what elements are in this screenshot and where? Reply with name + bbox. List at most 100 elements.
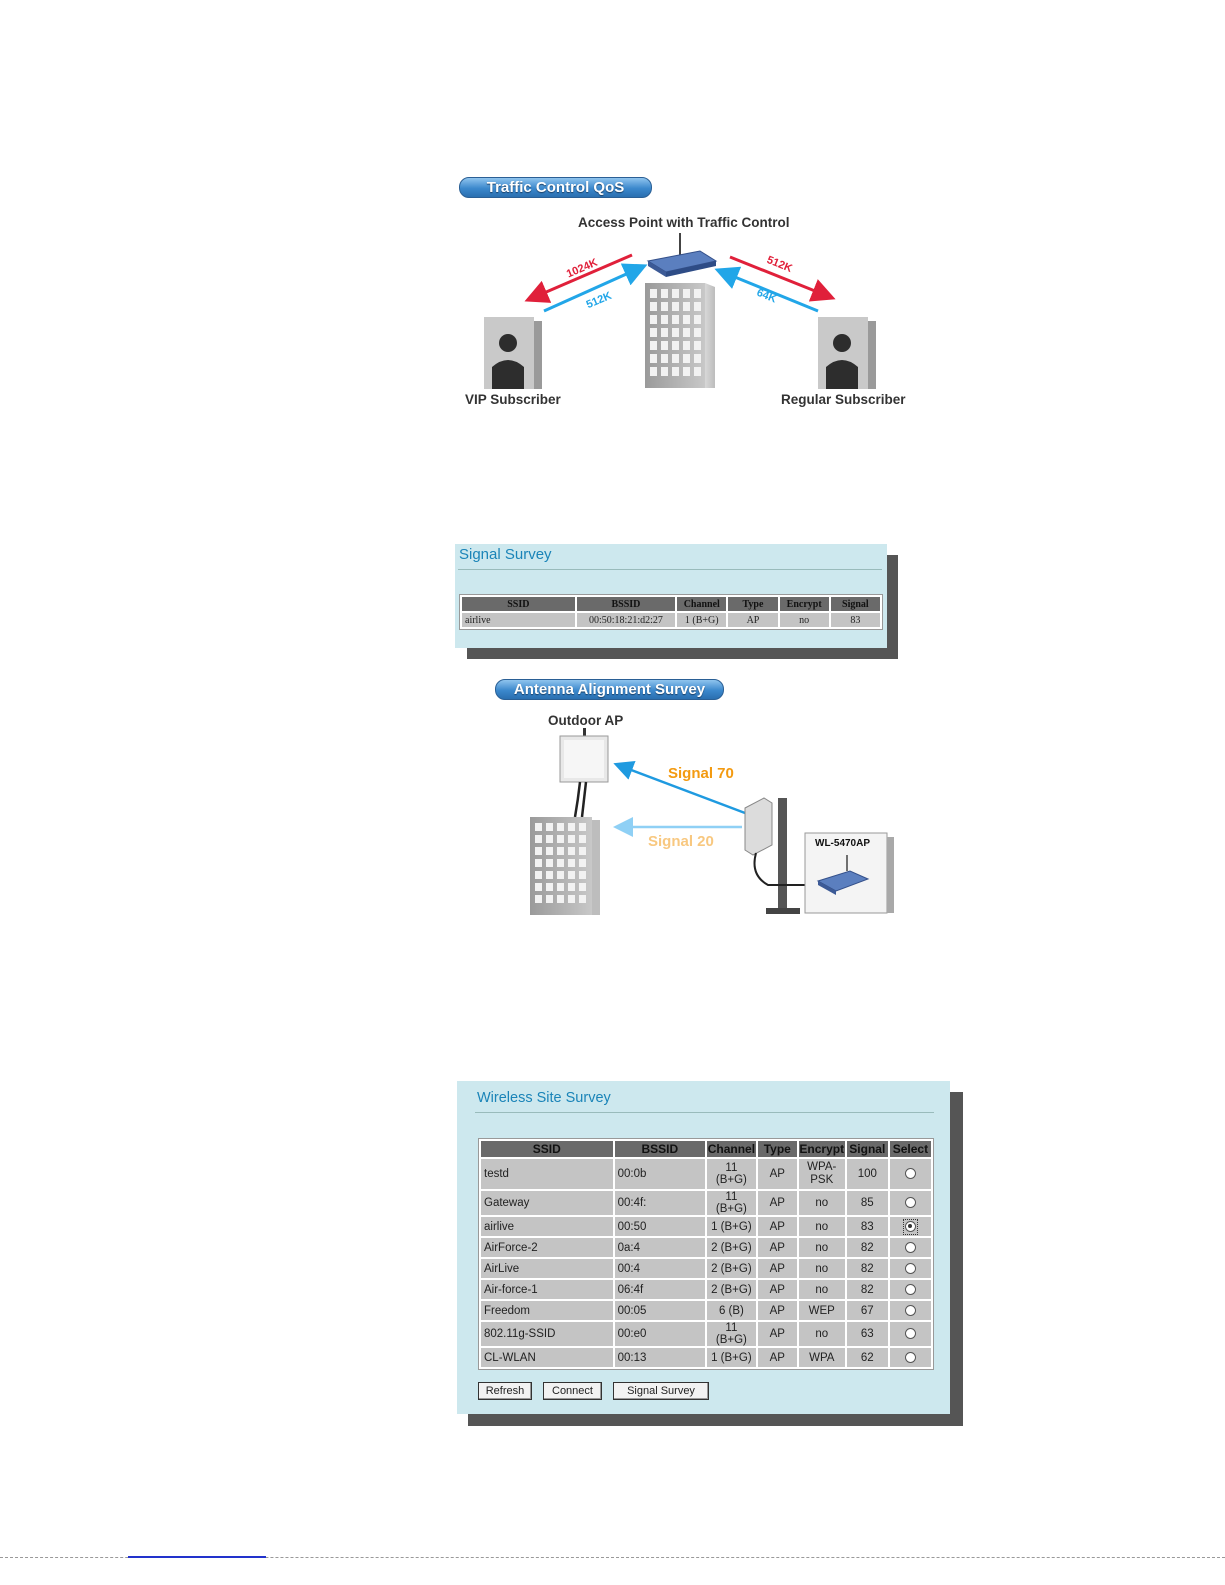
cell-channel: 2 (B+G) — [707, 1280, 756, 1299]
vip-label: VIP Subscriber — [465, 392, 561, 407]
building-icon — [530, 817, 600, 915]
wl5470ap-icon — [804, 832, 894, 914]
cell-ssid: Freedom — [481, 1301, 613, 1320]
regular-subscriber-icon — [818, 317, 876, 389]
cell-bssid: 00:4 — [614, 1259, 706, 1278]
cell-type: AP — [757, 1217, 797, 1236]
select-radio[interactable] — [904, 1328, 916, 1340]
col-signal: Signal — [846, 1141, 888, 1157]
cell-bssid: 00:e0 — [614, 1322, 706, 1346]
footer-link-underline — [128, 1556, 266, 1558]
cell-encrypt: no — [779, 613, 829, 627]
cell-signal: 82 — [846, 1259, 888, 1278]
select-radio[interactable] — [904, 1351, 916, 1363]
select-radio[interactable] — [904, 1168, 916, 1180]
col-type: Type — [757, 1141, 797, 1157]
cell-encrypt: WEP — [798, 1301, 845, 1320]
cell-signal: 62 — [846, 1348, 888, 1367]
cell-encrypt: no — [798, 1259, 845, 1278]
cell-channel: 6 (B) — [707, 1301, 756, 1320]
select-radio[interactable] — [904, 1304, 916, 1316]
access-point-icon — [646, 233, 718, 277]
cell-signal: 82 — [846, 1238, 888, 1257]
cell-encrypt: WPA-PSK — [798, 1159, 845, 1189]
table-row: airlive 00:50:18:21:d2:27 1 (B+G) AP no … — [462, 613, 880, 627]
panel-antenna-icon — [744, 797, 820, 914]
cell-channel: 11 (B+G) — [707, 1322, 756, 1346]
connect-button[interactable]: Connect — [543, 1382, 602, 1400]
cell-type: AP — [757, 1348, 797, 1367]
select-radio[interactable] — [904, 1283, 916, 1295]
refresh-button[interactable]: Refresh — [478, 1382, 532, 1400]
outdoor-ap-label: Outdoor AP — [548, 713, 624, 728]
cell-select — [889, 1159, 931, 1189]
antenna-badge: Antenna Alignment Survey — [495, 679, 724, 700]
cell-bssid: 00:50:18:21:d2:27 — [576, 613, 676, 627]
cell-type: AP — [757, 1159, 797, 1189]
cell-select — [889, 1280, 931, 1299]
cell-ssid: airlive — [481, 1217, 613, 1236]
regular-label: Regular Subscriber — [781, 392, 906, 407]
cell-select — [889, 1217, 931, 1236]
signal-survey-panel: Signal Survey SSID BSSID Channel Type En… — [455, 544, 887, 648]
col-ssid: SSID — [481, 1141, 613, 1157]
cell-ssid: AirLive — [481, 1259, 613, 1278]
select-radio[interactable] — [904, 1262, 916, 1274]
select-radio[interactable] — [904, 1241, 916, 1253]
col-encrypt: Encrypt — [779, 597, 829, 611]
cell-bssid: 00:50 — [614, 1217, 706, 1236]
cell-bssid: 00:4f: — [614, 1191, 706, 1215]
cell-type: AP — [757, 1301, 797, 1320]
vip-subscriber-icon — [484, 317, 542, 389]
site-survey-title: Wireless Site Survey — [477, 1090, 611, 1106]
cell-select — [889, 1348, 931, 1367]
reg-down-arrow — [729, 255, 836, 302]
signal-strong-arrow — [613, 760, 746, 815]
signal-weak-label: Signal 20 — [648, 833, 714, 850]
vip-up-label: 512K — [585, 290, 614, 311]
cell-encrypt: no — [798, 1322, 845, 1346]
select-radio[interactable] — [904, 1197, 916, 1209]
col-ssid: SSID — [462, 597, 575, 611]
cell-ssid: CL-WLAN — [481, 1348, 613, 1367]
cell-channel: 1 (B+G) — [707, 1348, 756, 1367]
cell-type: AP — [728, 613, 778, 627]
footer-rule — [0, 1557, 1225, 1558]
ap-label: Access Point with Traffic Control — [578, 215, 790, 230]
cell-encrypt: WPA — [798, 1348, 845, 1367]
signal-survey-button[interactable]: Signal Survey — [613, 1382, 709, 1400]
col-select: Select — [889, 1141, 931, 1157]
cell-type: AP — [757, 1238, 797, 1257]
col-type: Type — [728, 597, 778, 611]
antenna-diagram — [530, 728, 894, 915]
cell-select — [889, 1191, 931, 1215]
cell-type: AP — [757, 1259, 797, 1278]
cell-encrypt: no — [798, 1217, 845, 1236]
cell-select — [889, 1238, 931, 1257]
cell-signal: 85 — [846, 1191, 888, 1215]
building-icon — [645, 283, 715, 388]
site-survey-panel: Wireless Site Survey SSID BSSID Channel … — [457, 1081, 950, 1414]
cell-type: AP — [757, 1280, 797, 1299]
col-channel: Channel — [677, 597, 727, 611]
cell-signal: 63 — [846, 1322, 888, 1346]
cell-bssid: 0a:4 — [614, 1238, 706, 1257]
cell-ssid: Gateway — [481, 1191, 613, 1215]
select-radio[interactable] — [904, 1220, 916, 1232]
cell-select — [889, 1259, 931, 1278]
signal-survey-rule — [458, 569, 882, 570]
cell-select — [889, 1322, 931, 1346]
qos-diagram: 1024K 512K 512K 64K — [484, 233, 876, 389]
outdoor-ap-icon — [559, 728, 609, 818]
cell-encrypt: no — [798, 1191, 845, 1215]
reg-up-label: 64K — [755, 287, 778, 306]
qos-badge: Traffic Control QoS — [459, 177, 652, 198]
cell-channel: 1 (B+G) — [677, 613, 727, 627]
cell-type: AP — [757, 1191, 797, 1215]
site-survey-rule — [475, 1112, 934, 1113]
